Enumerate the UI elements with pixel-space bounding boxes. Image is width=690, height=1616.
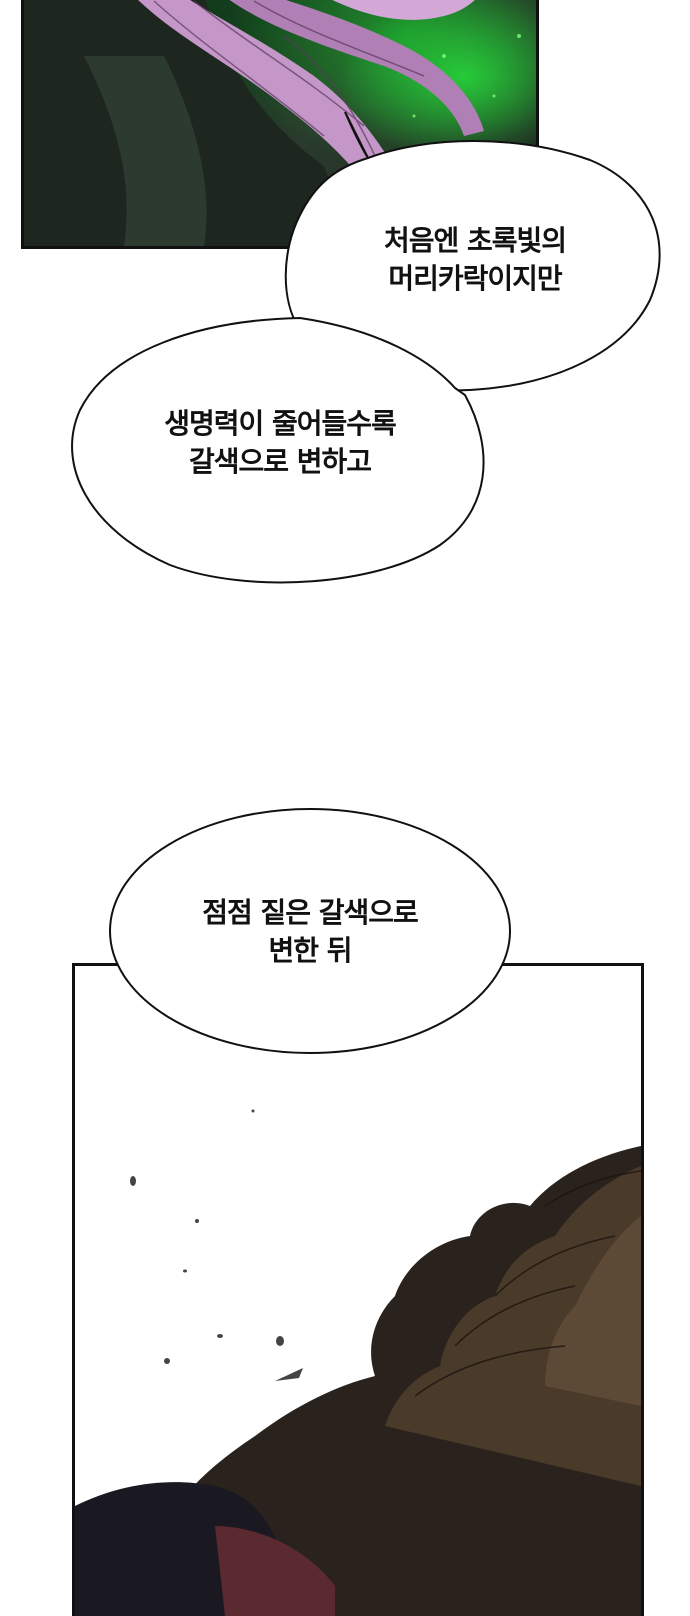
- hair-highlight-2: [545, 1216, 641, 1406]
- speech-bubble-2-line-2: 갈색으로 변하고: [188, 445, 372, 478]
- speech-bubble-1-line-2: 머리카락이지만: [388, 262, 562, 295]
- speech-bubble-1-text: 처음엔 초록빛의 머리카락이지만: [340, 222, 610, 298]
- comic-panel-top: [21, 0, 539, 249]
- speech-bubble-2-text: 생명력이 줄어들수록 갈색으로 변하고: [110, 405, 450, 481]
- speech-bubble-3-line-2: 변한 뒤: [268, 934, 352, 967]
- character-shading: [84, 56, 207, 246]
- speech-bubble-3-text: 점점 짙은 갈색으로 변한 뒤: [150, 894, 470, 970]
- speech-bubble-2-line-1: 생명력이 줄어들수록: [164, 407, 397, 440]
- speech-bubble-3-line-1: 점점 짙은 갈색으로: [202, 896, 419, 929]
- panel-bottom-artwork: [75, 1109, 641, 1616]
- panel-top-artwork: [24, 0, 521, 246]
- clothing-red: [215, 1526, 335, 1616]
- hair-strand-tip: [332, 0, 475, 20]
- comic-panel-bottom: [72, 963, 644, 1616]
- speech-bubble-1-line-1: 처음엔 초록빛의: [383, 224, 567, 257]
- debris-specks: [130, 1109, 303, 1381]
